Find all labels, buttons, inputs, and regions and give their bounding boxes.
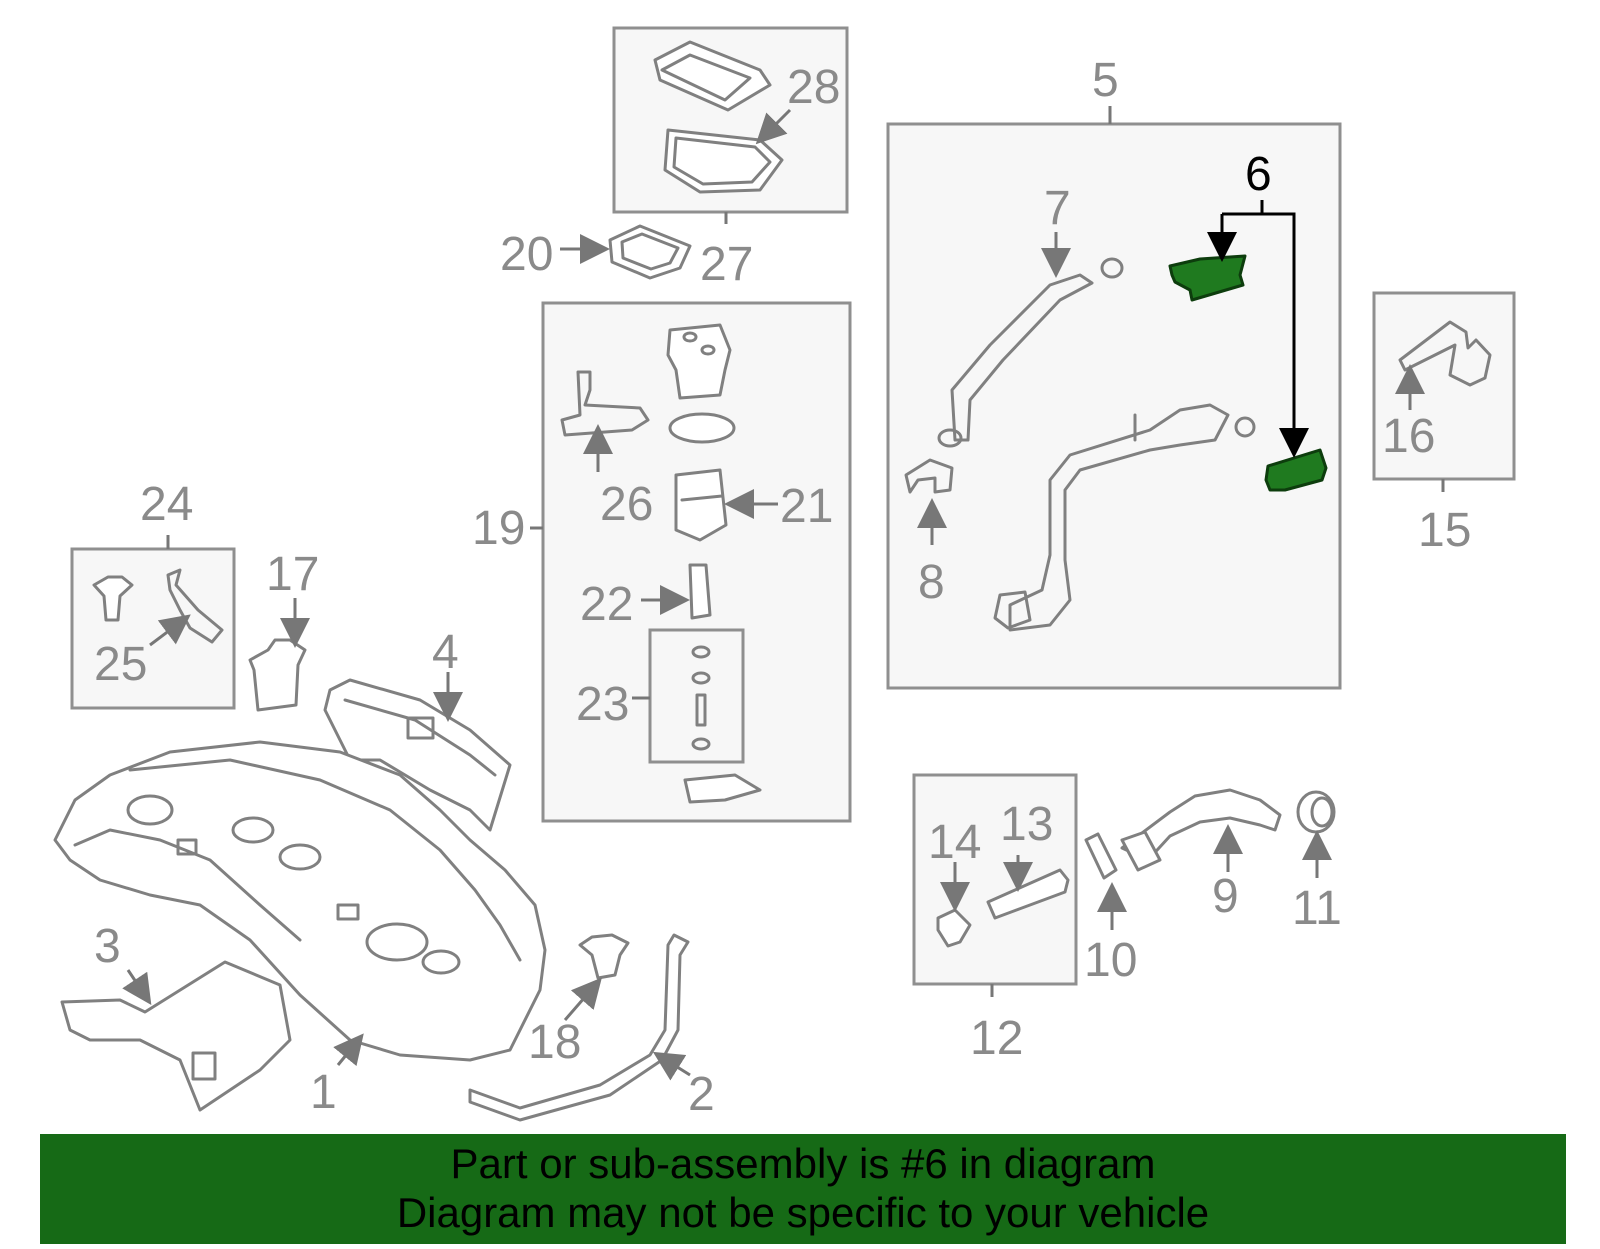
clamp-10: [1084, 832, 1118, 880]
callout-16: 16: [1382, 410, 1435, 463]
callout-5: 5: [1092, 54, 1119, 107]
callout-13: 13: [1000, 798, 1053, 851]
fuel-filter-22: [688, 563, 712, 620]
bracket-25: [166, 568, 224, 644]
group-box-12: [912, 773, 1078, 997]
info-banner: Part or sub-assembly is #6 in diagram Di…: [40, 1134, 1566, 1244]
callout-14: 14: [928, 816, 981, 869]
cap-11: [1296, 790, 1336, 834]
callout-10: 10: [1084, 934, 1137, 987]
pump-bottom-bracket: [683, 773, 762, 804]
tube-13: [986, 868, 1070, 920]
callout-3: 3: [94, 920, 121, 973]
callout-19: 19: [472, 502, 525, 555]
group-box-19: [530, 301, 852, 823]
callout-11: 11: [1292, 882, 1342, 935]
level-sender-26: [560, 370, 650, 437]
tank-strap-2: [468, 933, 690, 1122]
callout-28: 28: [787, 61, 840, 114]
group-box-24: [70, 535, 236, 710]
clip-18: [578, 933, 630, 980]
callout-7: 7: [1044, 182, 1071, 235]
fuel-tank-1: [53, 740, 547, 1062]
callout-25: 25: [94, 638, 147, 691]
group-box-15: [1372, 291, 1516, 492]
banner-line-1: Part or sub-assembly is #6 in diagram: [450, 1140, 1156, 1187]
part-6-lower-piece: [1264, 448, 1328, 492]
callout-12: 12: [970, 1012, 1023, 1065]
pump-flange: [666, 323, 732, 400]
filler-pipe: [1008, 403, 1230, 632]
group-box-27: [612, 26, 849, 224]
valve-17: [248, 638, 307, 712]
callout-24: 24: [140, 478, 193, 531]
callout-20: 20: [500, 228, 553, 281]
callout-18: 18: [528, 1016, 581, 1069]
callout-6: 6: [1245, 148, 1272, 201]
group-box-5: [886, 106, 1342, 690]
callout-17: 17: [266, 548, 319, 601]
shield-3: [60, 960, 292, 1112]
clip-25-pin: [92, 575, 134, 622]
callout-2: 2: [688, 1068, 715, 1121]
heat-shield-4: [323, 678, 512, 832]
callout-9: 9: [1212, 870, 1239, 923]
callout-27: 27: [700, 238, 753, 291]
callout-4: 4: [432, 626, 459, 679]
filler-hose-9: [1120, 788, 1282, 862]
flange-seal: [668, 412, 736, 444]
hose-8: [904, 458, 954, 494]
callout-8: 8: [918, 556, 945, 609]
callout-1: 1: [310, 1066, 337, 1119]
callout-21: 21: [780, 480, 833, 533]
callout-22: 22: [580, 578, 633, 631]
fuel-pump-21: [674, 468, 728, 542]
vent-hose-7: [950, 273, 1094, 442]
callout-26: 26: [600, 478, 653, 531]
callout-15: 15: [1418, 504, 1471, 557]
fuel-door-16: [1398, 320, 1492, 387]
banner-line-2: Diagram may not be specific to your vehi…: [396, 1189, 1210, 1236]
callout-23: 23: [576, 678, 629, 731]
